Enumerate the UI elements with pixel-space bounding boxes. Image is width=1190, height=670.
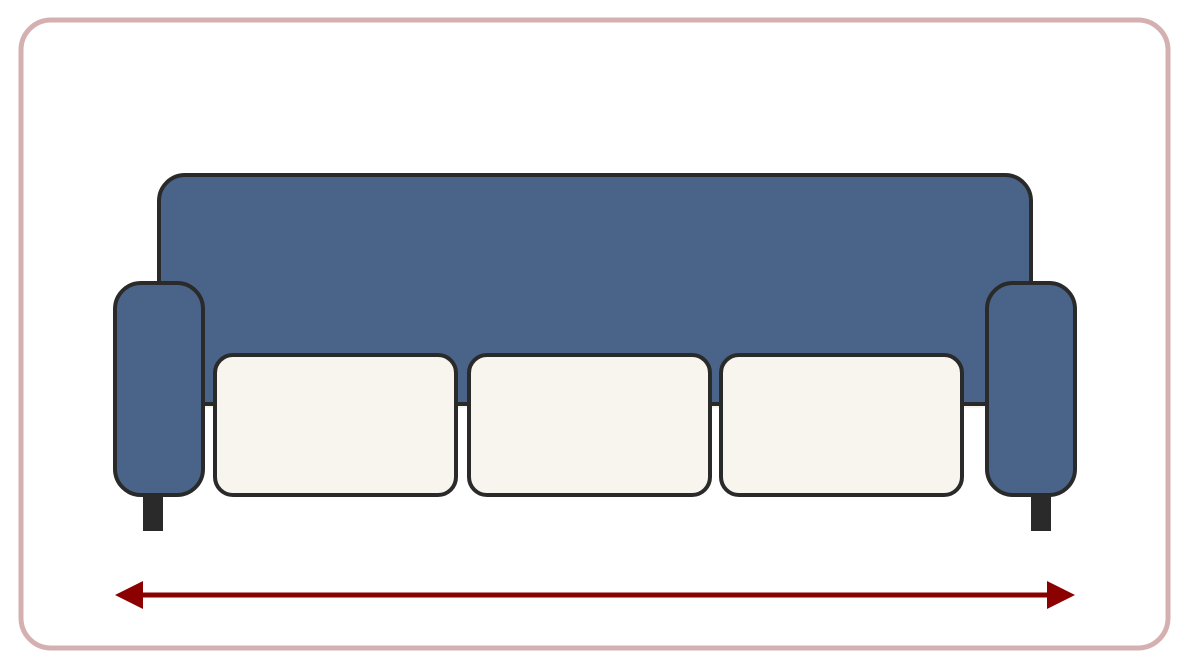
sofa-armrest-left (113, 281, 205, 497)
seat-cushion-middle (467, 353, 712, 497)
width-arrow (115, 581, 1075, 609)
width-arrow-head-left (115, 581, 143, 609)
sofa-leg-right (1031, 490, 1051, 531)
seat-cushion-right (719, 353, 964, 497)
sofa-leg-left (143, 490, 163, 531)
seat-cushion-left (213, 353, 458, 497)
width-arrow-head-right (1047, 581, 1075, 609)
sofa-armrest-right (985, 281, 1077, 497)
